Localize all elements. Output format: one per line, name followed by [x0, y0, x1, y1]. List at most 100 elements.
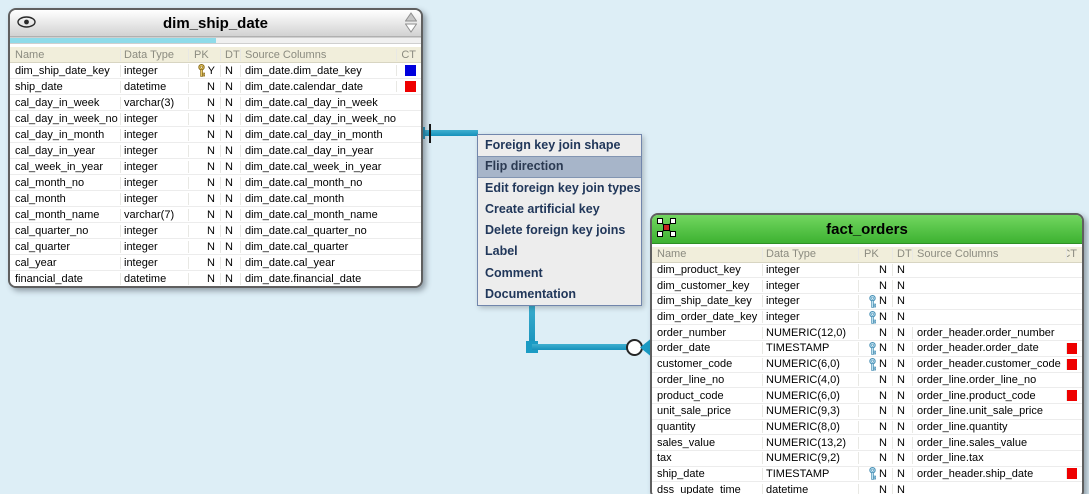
data-type-cell: integer: [120, 240, 188, 253]
data-type-cell: integer: [762, 295, 858, 308]
source-columns-cell: dim_date.calendar_date: [240, 80, 396, 93]
column-name-cell: cal_day_in_week_no: [15, 112, 118, 125]
eye-icon[interactable]: [17, 15, 36, 33]
star-schema-icon[interactable]: [657, 218, 676, 242]
column-name-cell: cal_year: [15, 256, 57, 269]
pk-cell: N: [188, 240, 220, 253]
dt-cell: N: [892, 264, 912, 277]
dt-cell: N: [892, 436, 912, 449]
change-tracking-blue-square: [405, 65, 416, 76]
menu-item-foreign-key-join-shape[interactable]: Foreign key join shape: [485, 138, 621, 152]
dt-cell: N: [220, 192, 240, 205]
menu-item-delete-foreign-key-joins[interactable]: Delete foreign key joins: [485, 223, 626, 237]
pk-flag: N: [879, 467, 887, 480]
column-name-cell: order_date: [657, 342, 711, 355]
pk-flag: N: [879, 326, 887, 339]
column-name-cell: cal_day_in_year: [15, 144, 96, 157]
source-columns-cell: order_header.order_date: [912, 342, 1066, 355]
scroll-down-icon[interactable]: [405, 23, 417, 33]
data-type-cell: integer: [120, 192, 188, 205]
blue-key-icon: [869, 310, 877, 324]
column-name-cell: cal_month_name: [15, 208, 100, 221]
pk-flag: N: [879, 405, 887, 418]
dt-cell: N: [892, 279, 912, 292]
pk-cell: N: [858, 452, 892, 465]
ct-cell: [1066, 468, 1082, 480]
scrollbar-thumb[interactable]: [10, 38, 216, 43]
dt-cell: N: [220, 64, 240, 77]
column-name-cell: order_number: [657, 326, 727, 339]
source-columns-cell: order_header.customer_code: [912, 358, 1066, 371]
header-gap: [10, 44, 421, 47]
fk-join-line-segment-1[interactable]: [415, 130, 478, 136]
column-header-name: Name: [15, 48, 45, 61]
data-type-cell: NUMERIC(4,0): [762, 373, 858, 386]
menu-item-comment[interactable]: Comment: [485, 265, 543, 280]
pk-cell: N: [858, 373, 892, 386]
column-name-cell: tax: [657, 452, 672, 465]
pk-flag: N: [207, 80, 215, 93]
column-name-cell: ship_date: [657, 467, 705, 480]
fk-join-line-segment-2[interactable]: [532, 344, 630, 350]
menu-item-label[interactable]: Label: [485, 244, 518, 259]
table-header-dim_ship_date[interactable]: dim_ship_date: [10, 10, 421, 37]
column-name-cell: financial_date: [15, 272, 83, 285]
scroll-up-icon[interactable]: [405, 12, 417, 22]
fk-join-line-segment-vertical[interactable]: [529, 300, 535, 348]
menu-item-create-artificial-key[interactable]: Create artificial key: [485, 201, 600, 216]
dt-cell: N: [220, 240, 240, 253]
blue-key-icon: [869, 294, 877, 308]
horizontal-scrollbar[interactable]: [10, 37, 421, 44]
column-header-name: Name: [657, 248, 687, 261]
menu-item-edit-foreign-key-join-types[interactable]: Edit foreign key join types: [485, 180, 641, 195]
pk-flag: N: [879, 264, 887, 277]
column-name-cell: cal_month_no: [15, 176, 85, 189]
column-header-dt: DT: [892, 248, 912, 261]
menu-item-documentation[interactable]: Documentation: [485, 286, 576, 301]
pk-cell: N: [188, 80, 220, 93]
menu-item-flip-direction[interactable]: Flip direction: [478, 156, 641, 178]
pk-cell: N: [188, 144, 220, 157]
data-type-cell: NUMERIC(12,0): [762, 326, 858, 339]
column-name-cell: dim_ship_date_key: [15, 64, 110, 77]
source-columns-cell: order_line.product_code: [912, 389, 1066, 402]
ct-cell: [1066, 390, 1082, 402]
table-header-fact_orders[interactable]: fact_orders: [652, 215, 1082, 244]
data-type-cell: integer: [120, 224, 188, 237]
